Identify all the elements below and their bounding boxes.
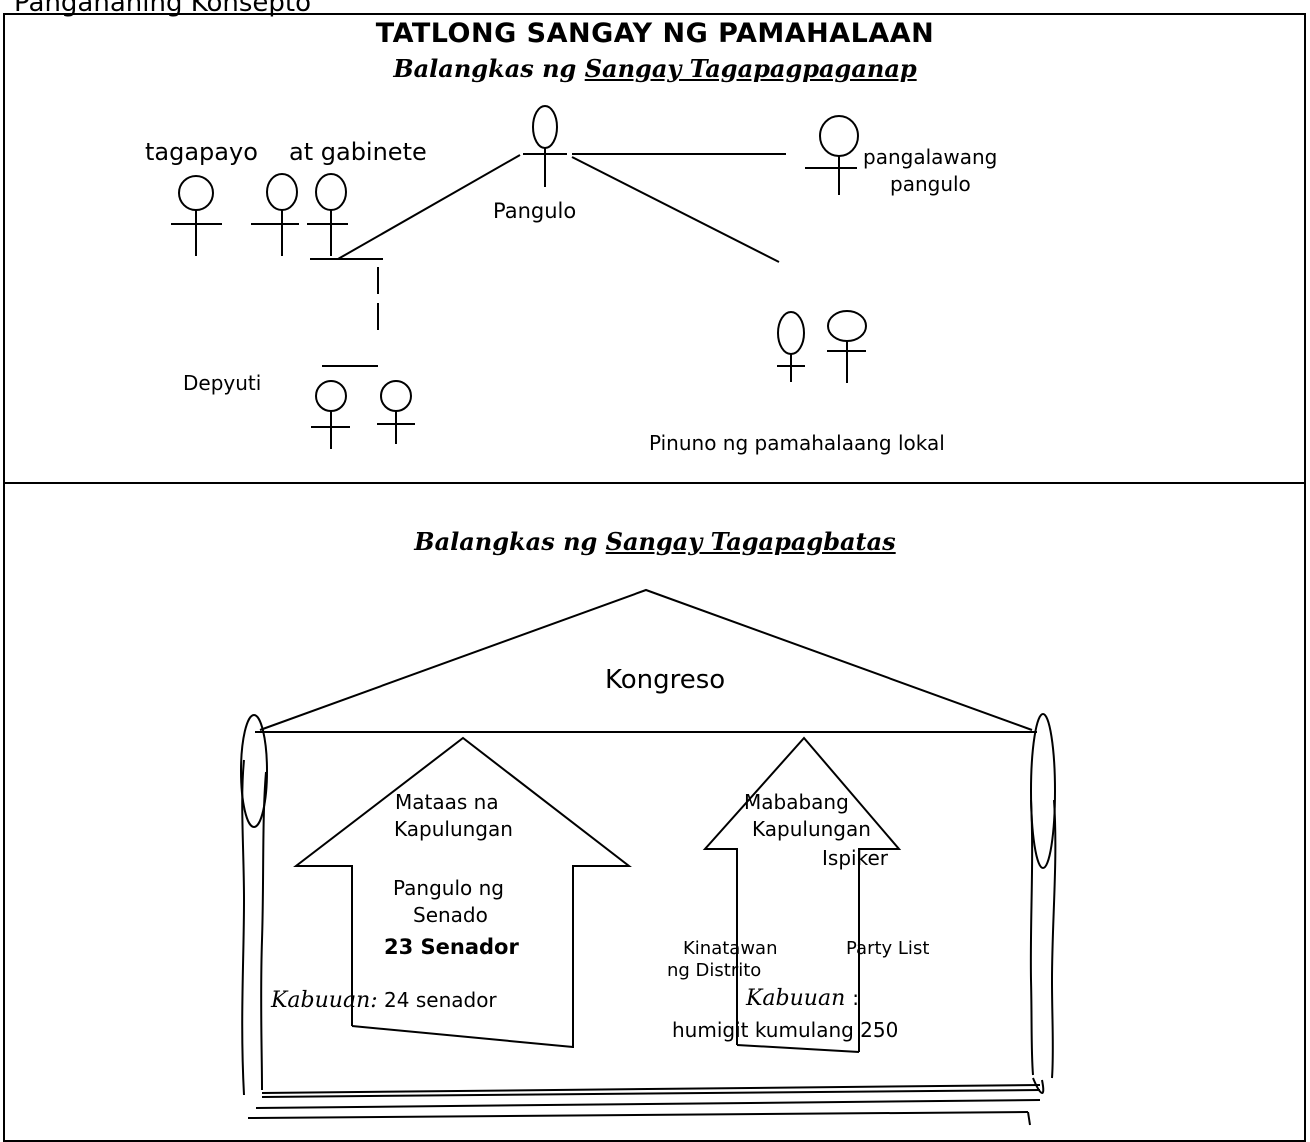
executive-subtitle: Balangkas ng Sangay Tagapagpaganap — [0, 54, 1310, 83]
vp-figure-icon — [805, 115, 859, 195]
left-total-label: Kabuuan: — [271, 988, 378, 1013]
left-arrow-line1: Mataas na — [395, 790, 499, 814]
label-pangulo: Pangulo — [493, 199, 577, 223]
legislative-subtitle-underlined: Sangay Tagapagbatas — [605, 527, 896, 556]
right-total-colon: : — [852, 986, 860, 1010]
left-arrow-line3: Pangulo ng — [393, 876, 504, 900]
pangulo-figure-icon — [523, 105, 567, 187]
main-title: TATLONG SANGAY NG PAMAHALAAN — [375, 18, 935, 49]
label-pangalawang-2: pangulo — [890, 172, 971, 196]
right-col2: Party List — [846, 938, 930, 959]
depyuti-figure-2-icon — [377, 380, 415, 444]
line-to-cabinet — [337, 154, 521, 260]
right-col1a: Kinatawan — [683, 938, 778, 959]
kongreso-roof — [259, 588, 1033, 731]
label-depyuti: Depyuti — [183, 371, 262, 395]
right-arrow-total-value: humigit kumulang 250 — [672, 1018, 899, 1042]
line-to-local — [571, 156, 780, 263]
right-arrow-line1: Mababang — [744, 790, 849, 814]
left-total-value: 24 senador — [384, 988, 497, 1012]
left-arrow-line5: 23 Senador — [384, 935, 519, 959]
cabinet-figure-3-icon — [307, 173, 348, 256]
label-pangalawang-1: pangalawang — [863, 145, 998, 169]
legislative-subtitle-prefix: Balangkas ng — [414, 527, 598, 556]
left-arrow-line2: Kapulungan — [394, 817, 513, 841]
depyuti-figure-1-icon — [311, 380, 350, 449]
left-arrow-line4: Senado — [413, 903, 488, 927]
local-figure-2-icon — [827, 310, 867, 383]
legislative-subtitle: Balangkas ng Sangay Tagapagbatas — [0, 527, 1310, 556]
cabinet-figure-1-icon — [171, 175, 222, 256]
label-gabinete: at gabinete — [289, 138, 427, 166]
right-total-label: Kabuuan — [746, 986, 846, 1011]
kapulungan-arrow — [702, 736, 902, 1052]
right-arrow-line2: Kapulungan — [752, 817, 871, 841]
left-arrow-total: Kabuuan: 24 senador — [271, 988, 497, 1013]
right-col1b: ng Distrito — [667, 960, 762, 981]
senado-arrow — [293, 736, 632, 1048]
cabinet-figure-2-icon — [251, 173, 299, 256]
local-figure-1-icon — [777, 311, 805, 382]
label-pinuno: Pinuno ng pamahalaang lokal — [649, 431, 945, 455]
executive-subtitle-prefix: Balangkas ng — [393, 54, 577, 83]
right-scroll-roller — [1030, 713, 1056, 869]
right-arrow-line3: Ispiker — [822, 846, 888, 870]
label-kongreso: Kongreso — [605, 665, 726, 695]
executive-subtitle-underlined: Sangay Tagapagpaganap — [584, 54, 917, 83]
right-arrow-total-label: Kabuuan : — [746, 986, 859, 1011]
label-tagapayo: tagapayo — [145, 138, 258, 166]
left-scroll-roller — [240, 714, 268, 828]
